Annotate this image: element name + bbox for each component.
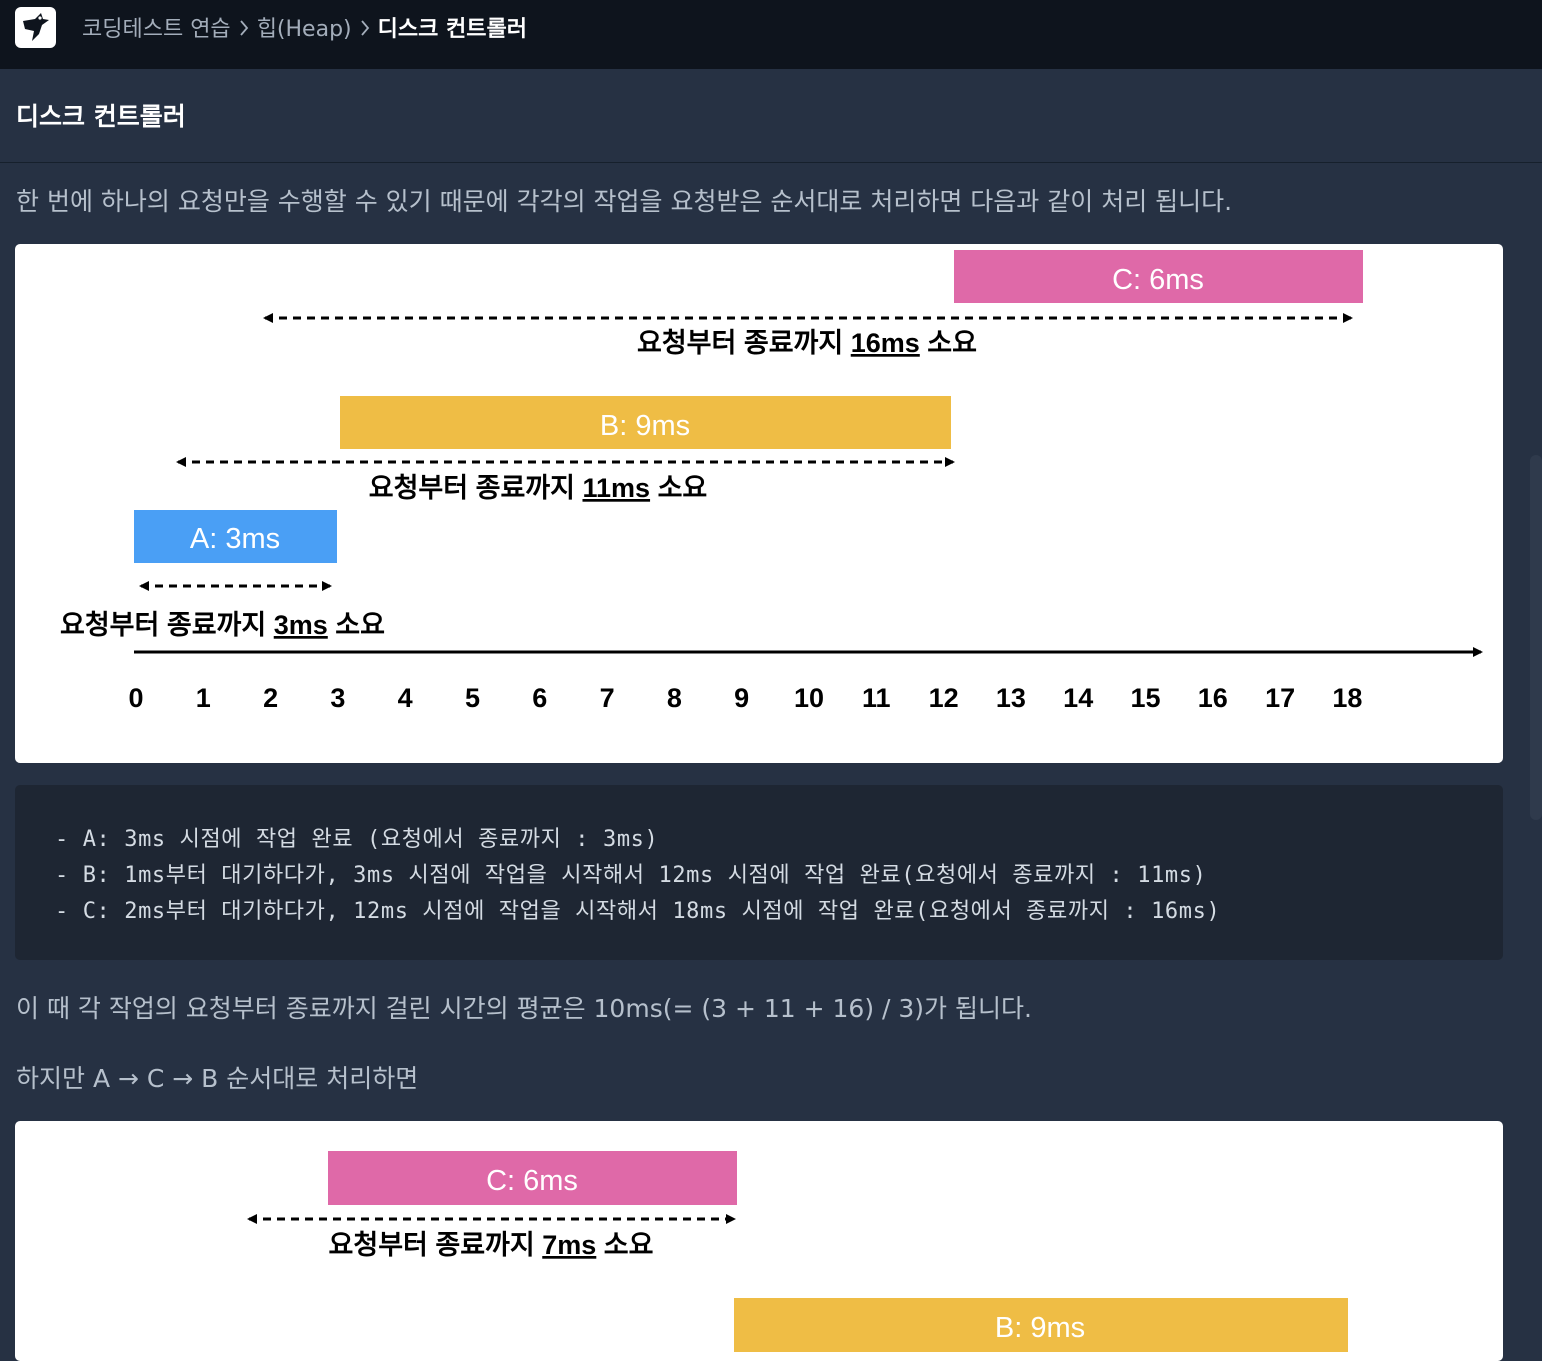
bar-c (328, 1151, 737, 1205)
breadcrumb: 코딩테스트 연습 힙(Heap) 디스크 컨트롤러 (82, 8, 527, 46)
top-navigation-bar: 코딩테스트 연습 힙(Heap) 디스크 컨트롤러 (0, 0, 1542, 69)
page-scrollbar[interactable] (1530, 455, 1542, 820)
chevron-right-icon (231, 15, 257, 40)
axis-tick-label: 8 (667, 683, 682, 713)
axis-tick-label: 16 (1198, 683, 1228, 713)
axis-tick-label: 4 (398, 683, 413, 713)
axis-tick-label: 2 (263, 683, 278, 713)
programmers-logo-icon[interactable] (15, 7, 56, 48)
bar-c-label: C: 6ms (486, 1165, 578, 1197)
however-paragraph: 하지만 A → C → B 순서대로 처리하면 (16, 1064, 419, 1093)
bar-b-label: B: 9ms (995, 1312, 1085, 1344)
axis-tick-label: 1 (196, 683, 211, 713)
axis-tick-label: 18 (1332, 683, 1362, 713)
axis-tick-label: 15 (1130, 683, 1160, 713)
span-c-text: 요청부터 종료까지 7ms 소요 (329, 1230, 654, 1260)
axis-tick-label: 10 (794, 683, 824, 713)
code-line-c: - C: 2ms부터 대기하다가, 12ms 시점에 작업을 시작해서 18ms… (55, 899, 1221, 924)
axis-tick-label: 17 (1265, 683, 1295, 713)
explanation-code-block: - A: 3ms 시점에 작업 완료 (요청에서 종료까지 : 3ms) - B… (15, 785, 1503, 960)
code-line-b: - B: 1ms부터 대기하다가, 3ms 시점에 작업을 시작해서 12ms … (55, 863, 1207, 888)
axis-tick-label: 12 (929, 683, 959, 713)
axis-tick-label: 11 (862, 683, 891, 713)
intro-paragraph: 한 번에 하나의 요청만을 수행할 수 있기 때문에 각각의 작업을 요청받은 … (16, 187, 1233, 216)
axis-tick-label: 3 (330, 683, 345, 713)
axis-tick-label: 9 (734, 683, 749, 713)
axis-tick-label: 7 (600, 683, 615, 713)
span-c-text: 요청부터 종료까지 16ms 소요 (637, 328, 977, 358)
bar-a (134, 510, 337, 563)
code-line-a: - A: 3ms 시점에 작업 완료 (요청에서 종료까지 : 3ms) (55, 827, 659, 852)
bar-c-label: C: 6ms (1112, 264, 1204, 296)
average-paragraph: 이 때 각 작업의 요청부터 종료까지 걸린 시간의 평균은 10ms(= (3… (16, 994, 1032, 1023)
breadcrumb-coding-test[interactable]: 코딩테스트 연습 (82, 17, 231, 42)
problem-title-bar: 디스크 컨트롤러 (0, 69, 1542, 163)
bar-a-label: A: 3ms (190, 523, 280, 555)
span-a-text: 요청부터 종료까지 3ms 소요 (60, 610, 385, 640)
axis-tick-label: 0 (128, 683, 143, 713)
chevron-right-icon (352, 15, 378, 40)
axis-tick-label: 14 (1063, 683, 1093, 713)
bar-b (340, 396, 951, 449)
breadcrumb-current: 디스크 컨트롤러 (377, 17, 527, 42)
timeline-figure-fifo: C: 6ms 요청부터 종료까지 16ms 소요 B: 9ms 요청부터 종료까… (15, 244, 1503, 763)
axis-tick-label: 13 (996, 683, 1026, 713)
timeline-figure-optimized: C: 6ms 요청부터 종료까지 7ms 소요 B: 9ms (15, 1121, 1503, 1361)
breadcrumb-heap[interactable]: 힙(Heap) (256, 17, 352, 42)
bar-b-label: B: 9ms (600, 410, 690, 442)
page-title: 디스크 컨트롤러 (16, 102, 186, 131)
span-b-text: 요청부터 종료까지 11ms 소요 (369, 473, 708, 503)
axis-tick-label: 6 (532, 683, 547, 713)
bar-c (954, 250, 1363, 303)
axis-tick-label: 5 (465, 683, 480, 713)
